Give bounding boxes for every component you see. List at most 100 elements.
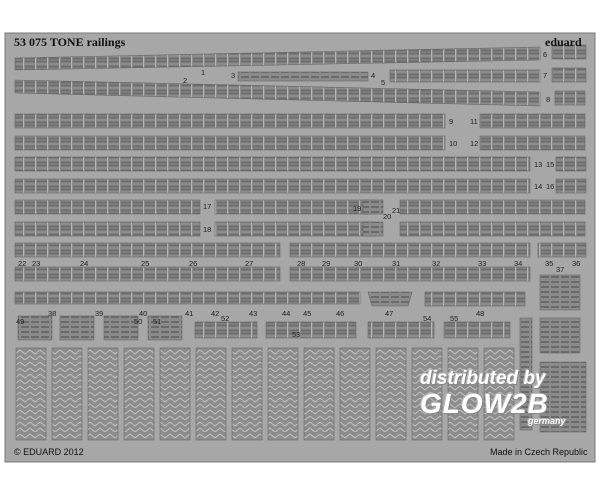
rail-part-19b bbox=[214, 221, 376, 237]
rail-part-21b bbox=[399, 221, 586, 237]
netting-panel bbox=[339, 347, 371, 441]
rail-part-12 bbox=[479, 135, 586, 151]
rail-part-20b bbox=[362, 221, 384, 237]
part-number-label: 49 bbox=[16, 317, 25, 326]
part-number-label: 11 bbox=[470, 117, 478, 126]
part-number-label: 19 bbox=[353, 204, 362, 213]
part-number-label: 32 bbox=[432, 259, 441, 268]
part-53 bbox=[265, 321, 357, 339]
part-number-label: 2 bbox=[183, 76, 188, 85]
part-number-label: 45 bbox=[303, 309, 312, 318]
part-number-label: 29 bbox=[322, 259, 331, 268]
part-55 bbox=[443, 321, 511, 339]
ladder-part-37a bbox=[539, 274, 581, 311]
rail-part-35-36 bbox=[537, 242, 587, 258]
netting-panel bbox=[411, 347, 443, 441]
part-number-label: 55 bbox=[450, 314, 459, 323]
netting-panel bbox=[51, 347, 83, 441]
fret-title: 53 075 TONE railings bbox=[14, 35, 126, 49]
part-number-label: 50 bbox=[134, 317, 143, 326]
part-number-label: 24 bbox=[80, 259, 89, 268]
netting-panel bbox=[375, 347, 407, 441]
part-number-label: 20 bbox=[383, 212, 392, 221]
netting-panel bbox=[195, 347, 227, 441]
rail-part-22-27a bbox=[14, 242, 281, 258]
part-48 bbox=[424, 291, 526, 307]
rail-part-18 bbox=[14, 221, 201, 237]
part-number-label: 44 bbox=[282, 309, 291, 318]
part-number-label: 5 bbox=[381, 78, 386, 87]
origin-text: Made in Czech Republic bbox=[490, 447, 588, 457]
part-number-label: 37 bbox=[556, 265, 565, 274]
rail-part-14 bbox=[14, 178, 531, 194]
part-number-label: 15 bbox=[546, 160, 555, 169]
copyright-text: © EDUARD 2012 bbox=[14, 447, 84, 457]
part-number-label: 14 bbox=[534, 182, 543, 191]
part-number-label: 16 bbox=[546, 182, 555, 191]
part-number-label: 38 bbox=[48, 309, 57, 318]
rail-part-17 bbox=[14, 199, 201, 215]
netting-panel bbox=[123, 347, 155, 441]
part-number-label: 12 bbox=[470, 139, 479, 148]
part-number-label: 10 bbox=[449, 139, 458, 148]
part-number-label: 41 bbox=[185, 309, 194, 318]
part-number-label: 18 bbox=[203, 225, 212, 234]
part-number-label: 33 bbox=[478, 259, 487, 268]
rail-part-19a bbox=[214, 199, 376, 215]
part-51 bbox=[147, 315, 183, 341]
netting-panels bbox=[15, 347, 515, 441]
part-number-label: 43 bbox=[249, 309, 258, 318]
part-number-label: 28 bbox=[297, 259, 306, 268]
part-number-label: 39 bbox=[95, 309, 104, 318]
part-number-label: 23 bbox=[32, 259, 41, 268]
part-number-label: 21 bbox=[392, 206, 401, 215]
part-number-label: 42 bbox=[211, 309, 220, 318]
part-number-label: 13 bbox=[534, 160, 543, 169]
part-52 bbox=[194, 321, 258, 339]
part-number-label: 31 bbox=[392, 259, 401, 268]
rail-part-28-34b bbox=[289, 266, 531, 282]
part-number-label: 27 bbox=[245, 259, 254, 268]
netting-panel bbox=[231, 347, 263, 441]
part-50 bbox=[103, 315, 139, 341]
ladder-strip bbox=[519, 317, 533, 431]
rail-part-20 bbox=[362, 199, 384, 215]
ladder-part-37b bbox=[539, 317, 581, 354]
netting-panel bbox=[267, 347, 299, 441]
rail-part-28-34a bbox=[289, 242, 531, 258]
rail-part-10 bbox=[14, 135, 446, 151]
part-number-label: 1 bbox=[201, 68, 206, 77]
part-number-label: 34 bbox=[514, 259, 523, 268]
part-number-label: 30 bbox=[354, 259, 363, 268]
part-number-label: 6 bbox=[543, 50, 548, 59]
part-number-label: 53 bbox=[292, 330, 301, 339]
part-number-label: 51 bbox=[153, 317, 162, 326]
netting-panel bbox=[483, 347, 515, 441]
rail-part-15 bbox=[555, 156, 587, 172]
netting-panel bbox=[87, 347, 119, 441]
part-number-label: 9 bbox=[449, 117, 454, 126]
watermark-line3: germany bbox=[528, 416, 566, 426]
part-49a bbox=[17, 315, 53, 341]
watermark-line1: distributed by bbox=[420, 368, 546, 389]
rail-part-21a bbox=[399, 199, 586, 215]
rail-part-16 bbox=[555, 178, 587, 194]
brand-logo: eduard bbox=[545, 35, 582, 49]
rail-part-6 bbox=[551, 44, 587, 60]
part-number-label: 36 bbox=[572, 259, 581, 268]
part-49b bbox=[59, 315, 95, 341]
part-number-label: 25 bbox=[141, 259, 150, 268]
part-number-label: 8 bbox=[546, 95, 551, 104]
part-corner bbox=[539, 361, 587, 433]
rail-part-1 bbox=[14, 46, 541, 71]
rail-part-8 bbox=[554, 90, 586, 106]
part-number-label: 48 bbox=[476, 309, 485, 318]
netting-panel bbox=[15, 347, 47, 441]
part-54 bbox=[367, 321, 435, 339]
rail-part-11 bbox=[479, 113, 586, 129]
part-number-label: 52 bbox=[221, 314, 230, 323]
rail-part-3 bbox=[237, 71, 369, 82]
part-number-label: 54 bbox=[423, 314, 432, 323]
